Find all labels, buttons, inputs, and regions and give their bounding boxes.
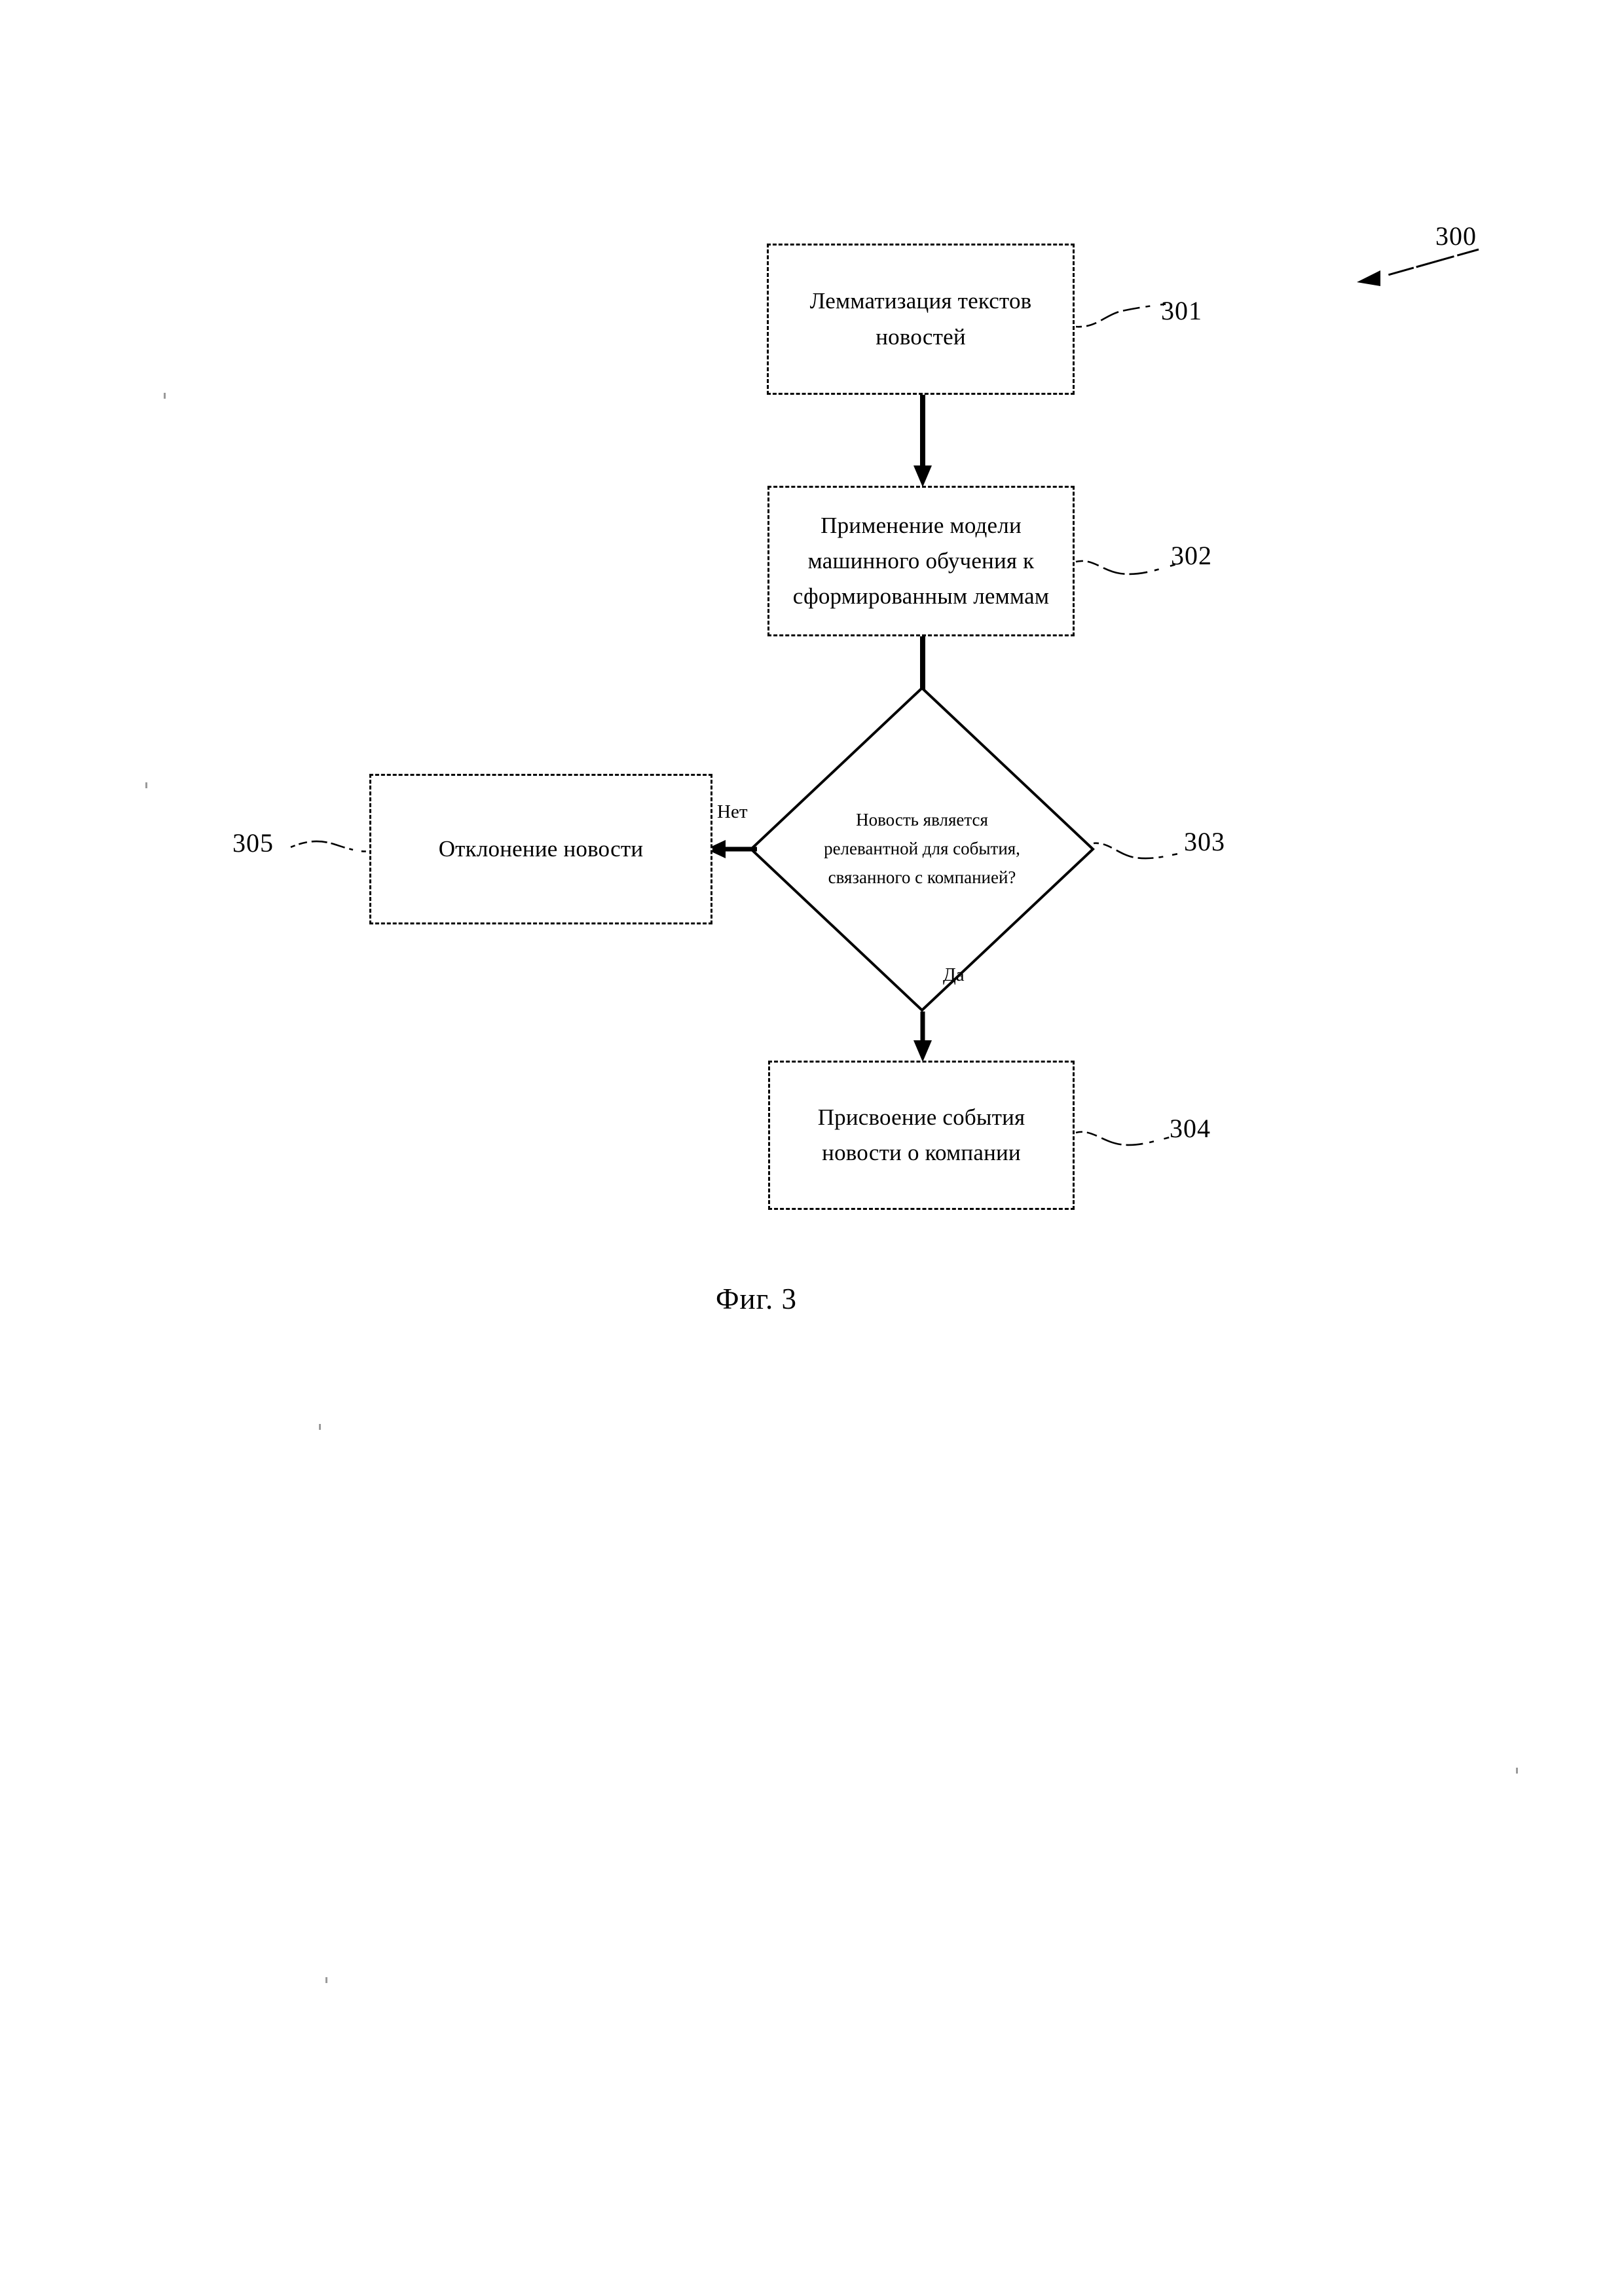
edge-label-net: Нет [717, 801, 748, 822]
process-box-305-label: Отклонение новости [438, 835, 644, 862]
connector-303-to-305 [706, 837, 758, 863]
scan-speckle [319, 1424, 321, 1430]
decision-diamond-303-label: Новость является релевантной для события… [824, 810, 1020, 887]
process-box-302-label: Применение модели машинного обучения к с… [792, 512, 1050, 610]
ref-number-301: 301 [1161, 296, 1202, 325]
ref-number-302: 302 [1171, 541, 1212, 570]
scan-speckle [1516, 1768, 1518, 1774]
process-box-304[interactable]: Присвоение события новости о компании [768, 1061, 1075, 1210]
process-box-301-label: Лемматизация текстов новостей [809, 288, 1032, 350]
ref-number-305: 305 [232, 828, 274, 858]
process-box-304-label: Присвоение события новости о компании [817, 1104, 1025, 1165]
process-box-305[interactable]: Отклонение новости [369, 774, 712, 924]
edge-label-da: Да [943, 964, 965, 985]
leader-line-303 [1092, 833, 1197, 872]
process-box-301[interactable]: Лемматизация текстов новостей [767, 244, 1075, 395]
leader-line-302 [1075, 549, 1186, 588]
scan-speckle [145, 782, 147, 788]
ref-number-303: 303 [1184, 827, 1225, 856]
scan-speckle [325, 1977, 327, 1983]
figure-caption-text: Фиг. 3 [715, 1283, 797, 1315]
ref-number-304: 304 [1170, 1114, 1211, 1143]
ref-number-300: 300 [1435, 221, 1477, 251]
figure-caption: Фиг. 3 [0, 1282, 1624, 1316]
leader-line-300 [1329, 226, 1486, 286]
connector-301-to-302 [912, 395, 938, 488]
decision-diamond-303[interactable]: Новость является релевантной для события… [748, 685, 1096, 1013]
leader-line-301 [1075, 298, 1179, 337]
leader-line-305 [288, 833, 373, 866]
connector-303-to-304 [912, 1011, 938, 1063]
process-box-302[interactable]: Применение модели машинного обучения к с… [767, 486, 1075, 636]
scan-speckle [164, 393, 166, 399]
leader-line-304 [1075, 1121, 1183, 1160]
